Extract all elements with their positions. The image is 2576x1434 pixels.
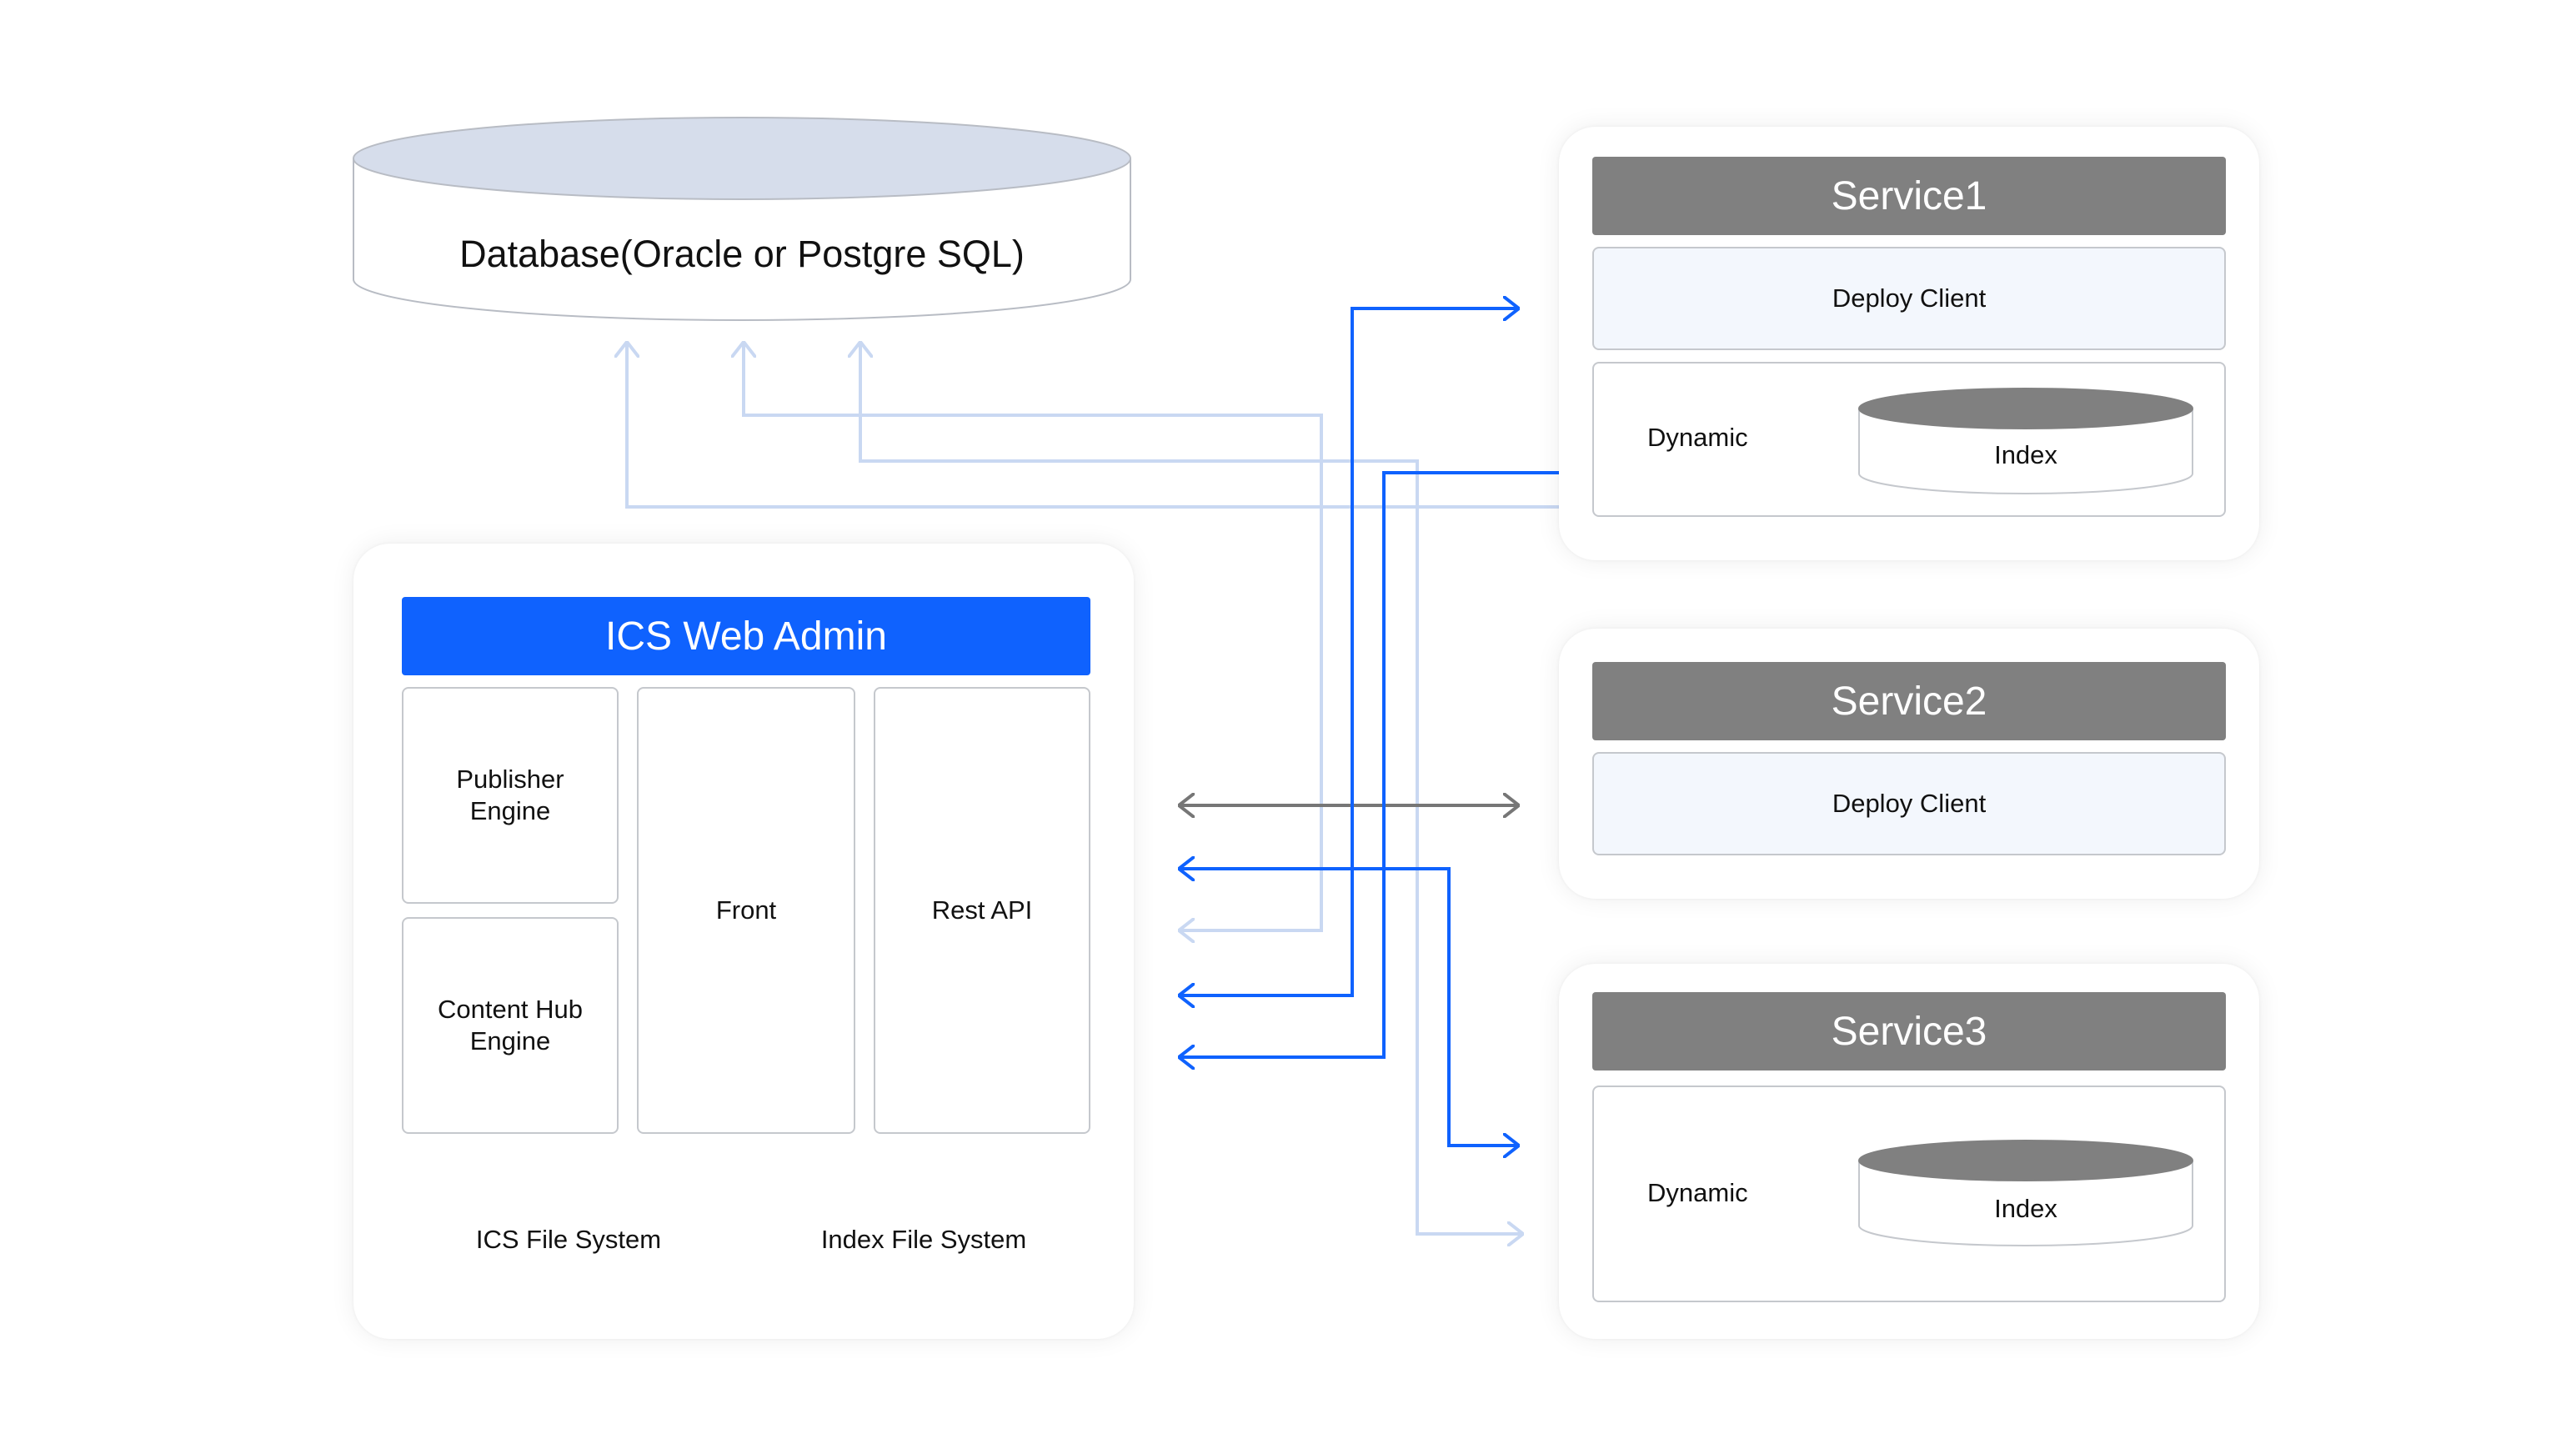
service2-header: Service2 [1592, 662, 2226, 740]
index-file-system-label: Index File System [820, 1225, 1027, 1254]
content-hub-engine-box: Content Hub Engine [402, 917, 619, 1134]
web-admin-header: ICS Web Admin [402, 597, 1090, 675]
publisher-engine-box: Publisher Engine [402, 687, 619, 904]
database-label: Database(Oracle or Postgre SQL) [459, 233, 1025, 275]
ics-file-system-label: ICS File System [475, 1225, 662, 1254]
service1-dynamic-box: Dynamic Index [1592, 362, 2226, 517]
service1-deploy-client: Deploy Client [1592, 247, 2226, 350]
service1-index-label: Index [1994, 440, 2057, 469]
service3-index-label: Index [1994, 1194, 2057, 1223]
service3-dynamic-box: Dynamic Index [1592, 1086, 2226, 1302]
service3-header: Service3 [1592, 992, 2226, 1070]
front-box: Front [637, 687, 855, 1134]
service3-panel: Service3 Dynamic Index [1559, 964, 2259, 1339]
service3-dynamic-label: Dynamic [1647, 1178, 1748, 1207]
service2-panel: Service2 Deploy Client [1559, 629, 2259, 899]
web-admin-panel: ICS Web Admin Publisher Engine Content H… [353, 544, 1134, 1339]
service1-header: Service1 [1592, 157, 2226, 235]
database-cylinder [353, 117, 1131, 321]
service1-panel: Service1 Deploy Client Dynamic Index [1559, 127, 2259, 560]
service3-index-cylinder [1858, 1140, 2193, 1246]
service2-deploy-client: Deploy Client [1592, 752, 2226, 855]
service1-index-cylinder [1858, 388, 2193, 494]
rest-api-box: Rest API [874, 687, 1090, 1134]
service1-dynamic-label: Dynamic [1647, 423, 1748, 452]
